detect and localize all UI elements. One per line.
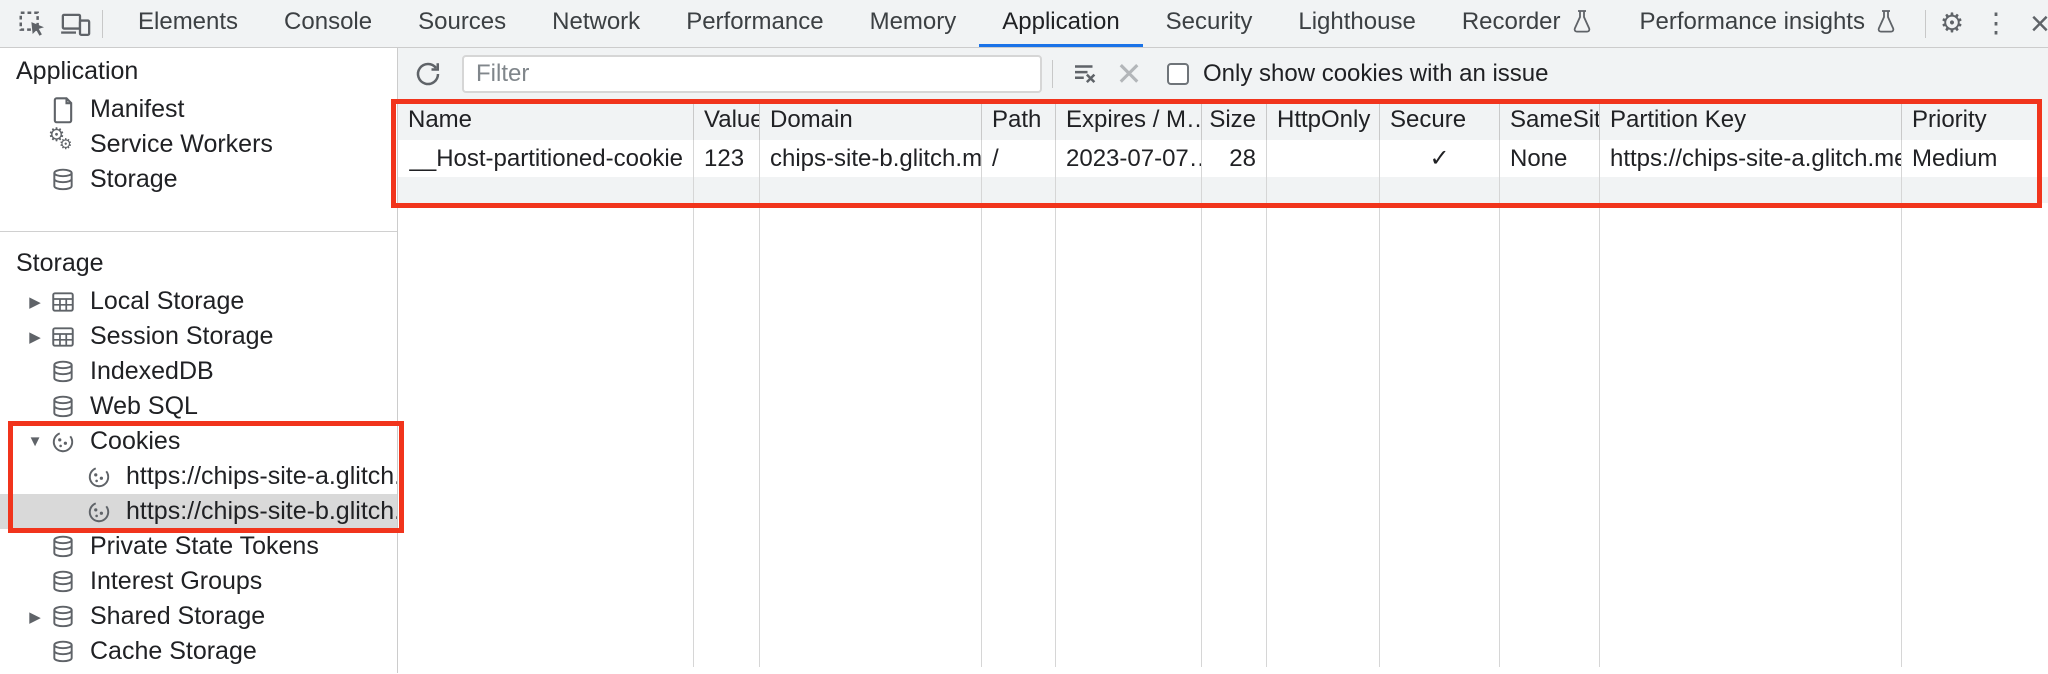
cell-domain: chips-site-b.glitch.me [760, 140, 982, 177]
sidebar-item-web-sql[interactable]: Web SQL [0, 389, 397, 424]
cookies-panel: ✕ Only show cookies with an issue Name V… [398, 48, 2048, 673]
close-devtools-icon[interactable]: × [2030, 4, 2048, 43]
sidebar-item-local-storage[interactable]: ▶ Local Storage [0, 284, 397, 319]
issue-filter-label[interactable]: Only show cookies with an issue [1203, 60, 1549, 87]
tab-elements[interactable]: Elements [138, 8, 239, 35]
database-icon [48, 392, 78, 422]
sidebar-item-cookies[interactable]: ▼ Cookies [0, 424, 397, 459]
tab-console[interactable]: Console [284, 8, 373, 35]
cell-size: 28 [1202, 140, 1267, 177]
cell-secure-checkmark: ✓ [1380, 140, 1500, 177]
sidebar-item-cookie-chips-site-a[interactable]: https://chips-site-a.glitch.me [0, 459, 397, 494]
database-icon [48, 637, 78, 667]
gears-icon: ⚙⚙ [48, 124, 73, 153]
sidebar-section-divider [0, 231, 397, 232]
column-header-httponly[interactable]: HttpOnly [1267, 100, 1380, 140]
cell-value: 123 [694, 140, 760, 177]
sidebar-item-cookie-chips-site-b[interactable]: https://chips-site-b.glitch.me [0, 494, 397, 529]
tab-performance[interactable]: Performance [686, 8, 824, 35]
delete-cookie-icon[interactable]: ✕ [1115, 56, 1143, 92]
grid-table-icon [48, 322, 78, 352]
experiment-flask-icon [1570, 9, 1594, 35]
cell-samesite: None [1500, 140, 1600, 177]
tab-recorder[interactable]: Recorder [1439, 0, 1617, 47]
sidebar-item-manifest[interactable]: Manifest [0, 92, 397, 127]
cookie-icon [84, 497, 114, 527]
tab-application[interactable]: Application [979, 0, 1143, 47]
sidebar-item-storage[interactable]: Storage [0, 162, 397, 197]
column-header-size[interactable]: Size [1202, 100, 1267, 140]
experiment-flask-icon [1874, 9, 1898, 35]
panel-tabs: Elements Console Sources Network Perform… [115, 0, 1921, 47]
more-options-icon[interactable]: ⋮ [1982, 8, 2010, 38]
cell-httponly [1267, 140, 1380, 177]
sidebar-item-cache-storage[interactable]: Cache Storage [0, 634, 397, 669]
database-icon [48, 602, 78, 632]
sidebar-item-shared-storage[interactable]: ▶ Shared Storage [0, 599, 397, 634]
tab-network[interactable]: Network [552, 8, 641, 35]
column-header-expires[interactable]: Expires / M… [1056, 100, 1202, 140]
application-sidebar: Application Manifest ⚙⚙ Service Workers [0, 48, 398, 673]
database-icon [48, 357, 78, 387]
table-empty-area [398, 203, 2048, 667]
tab-sources[interactable]: Sources [418, 8, 507, 35]
clear-filter-icon[interactable] [1063, 54, 1107, 94]
column-header-path[interactable]: Path [982, 100, 1056, 140]
cookie-icon [84, 462, 114, 492]
tab-memory[interactable]: Memory [869, 8, 957, 35]
cell-name: __Host-partitioned-cookie [398, 140, 694, 177]
column-header-samesite[interactable]: SameSite [1500, 100, 1600, 140]
cookie-icon [48, 427, 78, 457]
cell-expires: 2023-07-07… [1056, 140, 1202, 177]
document-icon [48, 95, 78, 125]
chevron-right-icon[interactable]: ▶ [29, 293, 41, 311]
sidebar-section-application: Application [16, 57, 139, 85]
cell-path: / [982, 140, 1056, 177]
database-icon [48, 567, 78, 597]
sidebar-section-storage: Storage [16, 249, 104, 277]
settings-gear-icon[interactable]: ⚙ [1939, 8, 1965, 38]
tab-performance-insights[interactable]: Performance insights [1617, 0, 1921, 47]
column-header-value[interactable]: Value [694, 100, 760, 140]
column-header-priority[interactable]: Priority [1912, 106, 1987, 133]
cookies-toolbar: ✕ Only show cookies with an issue [398, 48, 2048, 100]
device-toolbar-icon[interactable] [54, 4, 98, 44]
cell-partition-key: https://chips-site-a.glitch.me [1600, 140, 1902, 177]
column-header-name[interactable]: Name [398, 100, 694, 140]
table-header-row: Name Value Domain Path Expires / M… Size… [398, 100, 2048, 140]
database-icon [48, 532, 78, 562]
issue-filter-checkbox[interactable] [1167, 63, 1189, 85]
column-header-partition-key[interactable]: Partition Key [1600, 100, 1902, 140]
inspect-element-icon[interactable] [10, 4, 54, 44]
sidebar-item-session-storage[interactable]: ▶ Session Storage [0, 319, 397, 354]
column-header-secure[interactable]: Secure [1380, 100, 1500, 140]
cell-priority: Medium [1912, 144, 1998, 172]
cookies-table: Name Value Domain Path Expires / M… Size… [398, 100, 2048, 673]
tabbar-divider [102, 9, 103, 38]
chevron-down-icon[interactable]: ▼ [27, 433, 43, 450]
tabbar-right-divider [1924, 9, 1926, 38]
sidebar-item-interest-groups[interactable]: Interest Groups [0, 564, 397, 599]
table-row[interactable]: __Host-partitioned-cookie 123 chips-site… [398, 140, 2048, 177]
chevron-right-icon[interactable]: ▶ [29, 608, 41, 626]
refresh-icon[interactable] [406, 54, 450, 94]
tab-security[interactable]: Security [1165, 8, 1253, 35]
toolbar-divider [1052, 60, 1053, 88]
database-icon [48, 165, 78, 195]
tab-lighthouse[interactable]: Lighthouse [1298, 8, 1416, 35]
sidebar-item-private-state-tokens[interactable]: Private State Tokens [0, 529, 397, 564]
sidebar-item-indexeddb[interactable]: IndexedDB [0, 354, 397, 389]
table-stripe-row [398, 177, 2048, 203]
grid-table-icon [48, 287, 78, 317]
devtools-tabbar: Elements Console Sources Network Perform… [0, 0, 2048, 48]
column-header-domain[interactable]: Domain [760, 100, 982, 140]
sidebar-item-service-workers[interactable]: ⚙⚙ Service Workers [48, 124, 273, 159]
chevron-right-icon[interactable]: ▶ [29, 328, 41, 346]
filter-input[interactable] [462, 55, 1042, 93]
